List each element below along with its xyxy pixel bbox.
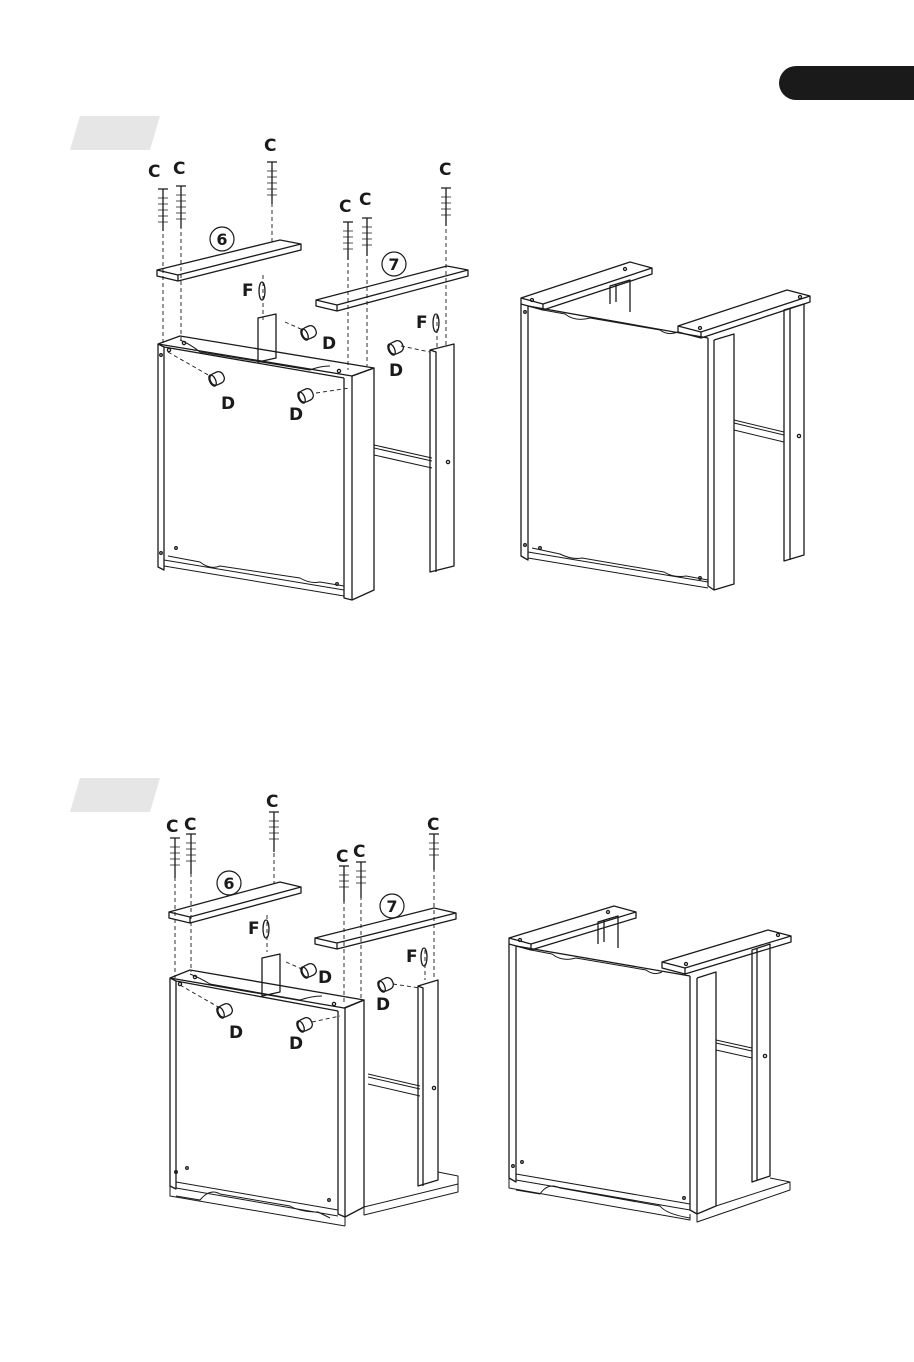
step2-label-f: F [406,947,418,967]
step2-assembled-view [509,906,791,1222]
step1-dowel-f-right [433,314,439,332]
step1-assembled-view [521,262,810,590]
step1-part-6-marker: 6 [210,227,234,251]
step1-label-d: D [289,405,303,425]
step2-label-c: C [184,815,196,835]
step2-label-c: C [427,815,439,835]
step2-label-d: D [318,968,332,988]
step2-label-c: C [166,817,178,837]
step1-screws-c [158,162,451,260]
step1-label-f: F [416,313,428,333]
step2-label-c: C [266,792,278,812]
step2-label-c: C [353,842,365,862]
step2-label-f: F [248,919,260,939]
step1-label-d: D [322,334,336,354]
step2-label-d: D [376,995,390,1015]
step1-diagram: C C C C C C D D D D F F 6 7 [0,120,914,610]
svg-text:6: 6 [223,874,234,893]
step1-dowel-f-left [259,282,265,300]
step2-label-d: D [289,1034,303,1054]
step1-cam-locks-d [207,324,405,404]
step1-label-c: C [173,159,185,179]
step2-dowel-f-left [263,920,269,938]
step2-label-c: C [336,847,348,867]
step1-part-7-marker: 7 [382,252,406,276]
step1-exploded-view [157,162,468,600]
step1-label-c: C [439,160,451,180]
step2-label-d: D [229,1023,243,1043]
step1-frame [158,314,454,600]
page-number-tab [779,66,914,100]
svg-text:6: 6 [216,230,227,249]
step2-exploded-view [169,812,458,1226]
step1-label-c: C [359,190,371,210]
step2-frame [170,954,458,1226]
step1-label-f: F [242,281,254,301]
step1-label-d: D [221,394,235,414]
step1-label-c: C [264,136,276,156]
step2-screws-c [170,812,439,902]
step2-part-7-marker: 7 [380,894,404,918]
svg-text:7: 7 [388,255,399,274]
svg-text:7: 7 [386,897,397,916]
step2-dowel-f-right [421,948,427,966]
step1-label-c: C [148,162,160,182]
step2-part-6-marker: 6 [217,871,241,895]
step1-label-c: C [339,197,351,217]
step2-diagram: C C C C C C D D D D F F 6 7 [0,785,914,1235]
step1-label-d: D [389,361,403,381]
